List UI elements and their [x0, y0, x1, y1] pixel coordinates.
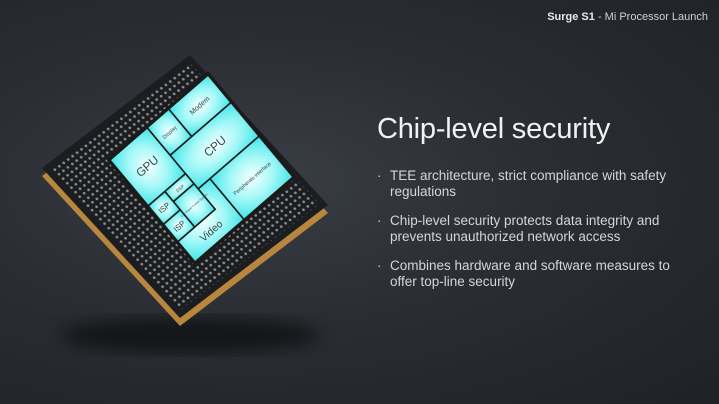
product-name: Surge S1	[547, 11, 595, 23]
chip-shadow	[60, 317, 320, 353]
chip-die: GPU Display Modem CPU DSP Low Power Cont…	[106, 71, 297, 266]
event-name: Mi Processor Launch	[604, 11, 708, 23]
bullet-item: TEE architecture, strict compliance with…	[377, 168, 677, 200]
slide-title: Chip-level security	[377, 113, 611, 145]
bullet-list: TEE architecture, strict compliance with…	[377, 168, 677, 303]
slide-header: Surge S1 - Mi Processor Launch	[547, 11, 708, 23]
header-separator: -	[594, 11, 605, 23]
bullet-item: Chip-level security protects data integr…	[377, 213, 677, 245]
bullet-item: Combines hardware and software measures …	[377, 258, 677, 290]
block-peripherals	[208, 135, 295, 221]
dsp-label: DSP	[175, 184, 185, 194]
